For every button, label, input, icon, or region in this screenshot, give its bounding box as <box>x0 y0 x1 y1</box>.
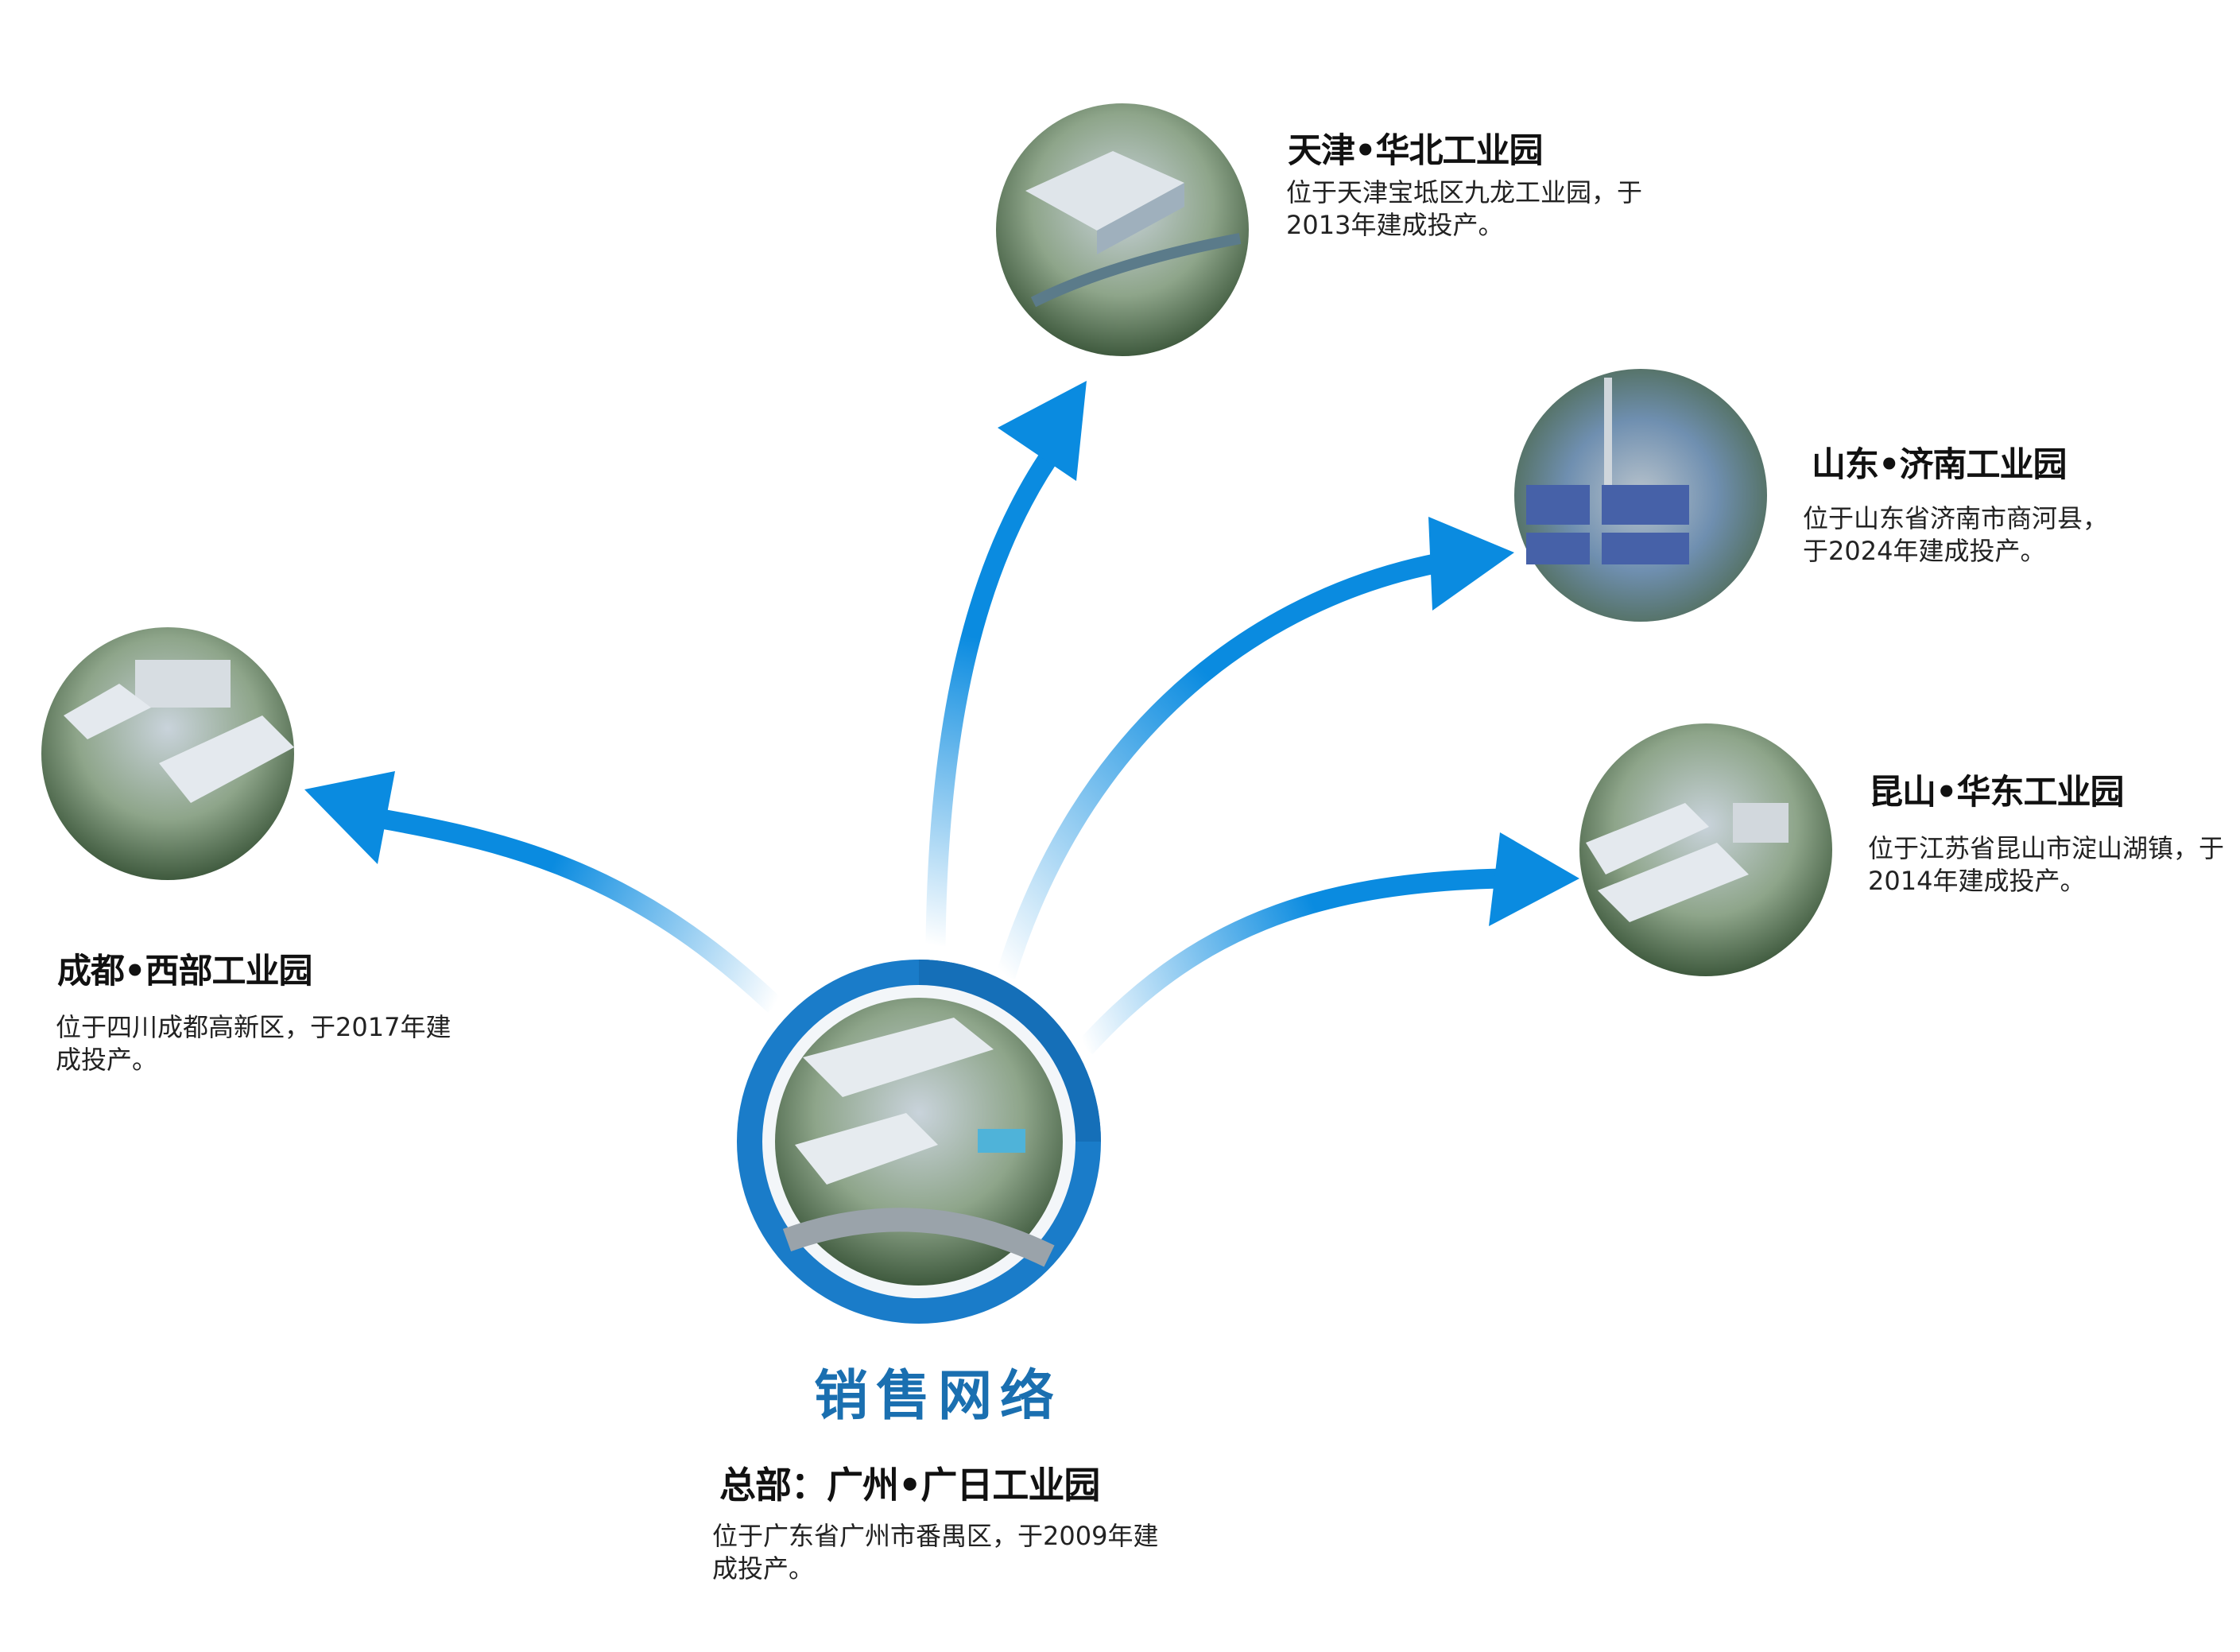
shandong-park-desc: 位于山东省济南市商河县，于2024年建成投产。 <box>1803 503 2109 566</box>
tianjin-park-title: 天津•华北工业园 <box>1288 131 1543 171</box>
arrow-to-tianjin <box>925 381 1087 947</box>
chengdu-park-desc: 位于四川成都高新区，于2017年建成投产。 <box>56 1012 451 1075</box>
tianjin-park-desc: 位于天津宝坻区九龙工业园，于2013年建成投产。 <box>1286 177 1643 240</box>
headquarters-photo <box>737 960 1101 1324</box>
shandong-park-photo <box>1514 369 1767 622</box>
shandong-park-title: 山东•济南工业园 <box>1812 445 2067 485</box>
chengdu-park-photo <box>41 627 294 880</box>
kunshan-park-photo <box>1579 723 1832 976</box>
network-title: 销售网络 <box>813 1365 1062 1428</box>
arrow-to-kunshan <box>1077 832 1579 1055</box>
arrow-to-shandong <box>996 517 1514 979</box>
headquarters-desc: 位于广东省广州市番禺区，于2009年建成投产。 <box>712 1521 1159 1584</box>
tianjin-park-photo <box>996 103 1249 356</box>
headquarters-title: 总部：广州•广日工业园 <box>719 1464 1100 1507</box>
kunshan-park-title: 昆山•华东工业园 <box>1869 773 2124 812</box>
arrow-to-chengdu <box>304 771 782 1014</box>
chengdu-park-title: 成都•西部工业园 <box>57 952 312 991</box>
kunshan-park-desc: 位于江苏省昆山市淀山湖镇，于2014年建成投产。 <box>1868 833 2225 896</box>
